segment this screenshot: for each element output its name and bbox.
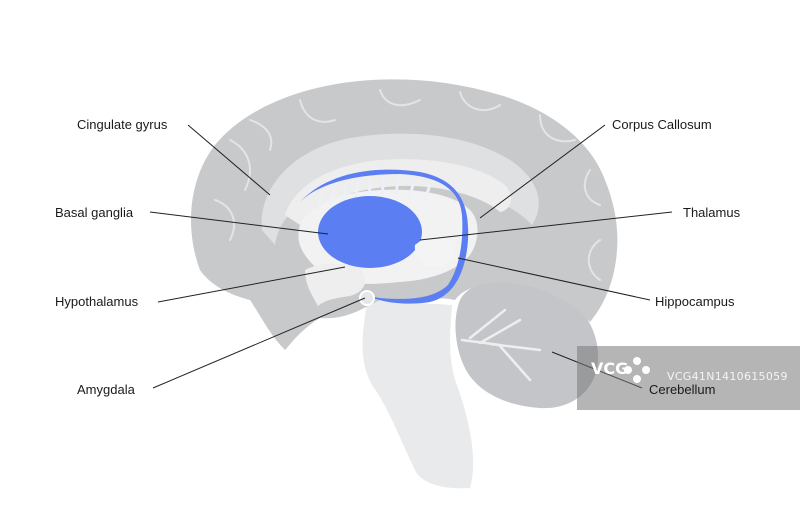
striatum-bridges: [316, 177, 432, 211]
thalamus-shape: [414, 235, 456, 267]
watermark-logo-icon: [624, 357, 650, 383]
watermark-brand: VCG: [591, 359, 629, 378]
label-hypothalamus: Hypothalamus: [55, 294, 139, 309]
cerebellum-arbor: [460, 308, 542, 382]
cingulate-band: [261, 133, 539, 245]
brainstem: [362, 300, 474, 489]
gyri-lines: [214, 89, 601, 281]
watermark: VCG VCG41N1410615059: [577, 346, 800, 410]
label-hippocampus: Hippocampus: [655, 294, 735, 309]
corpus-callosum-shape: [285, 159, 512, 225]
basal-ganglia-shape: [318, 196, 422, 268]
label-thalamus: Thalamus: [683, 205, 741, 220]
leader-lines: [149, 124, 673, 389]
hypothalamus-shape: [305, 263, 366, 306]
label-cerebellum: Cerebellum: [649, 382, 716, 397]
watermark-id: VCG41N1410615059: [667, 370, 788, 383]
label-corpus-callosum: Corpus Callosum: [612, 117, 712, 132]
amygdala-shape: [359, 290, 375, 306]
label-cingulate-gyrus: Cingulate gyrus: [77, 117, 168, 132]
label-basal-ganglia: Basal ganglia: [55, 205, 134, 220]
cerebellum-shape: [455, 278, 599, 409]
label-amygdala: Amygdala: [77, 382, 135, 397]
